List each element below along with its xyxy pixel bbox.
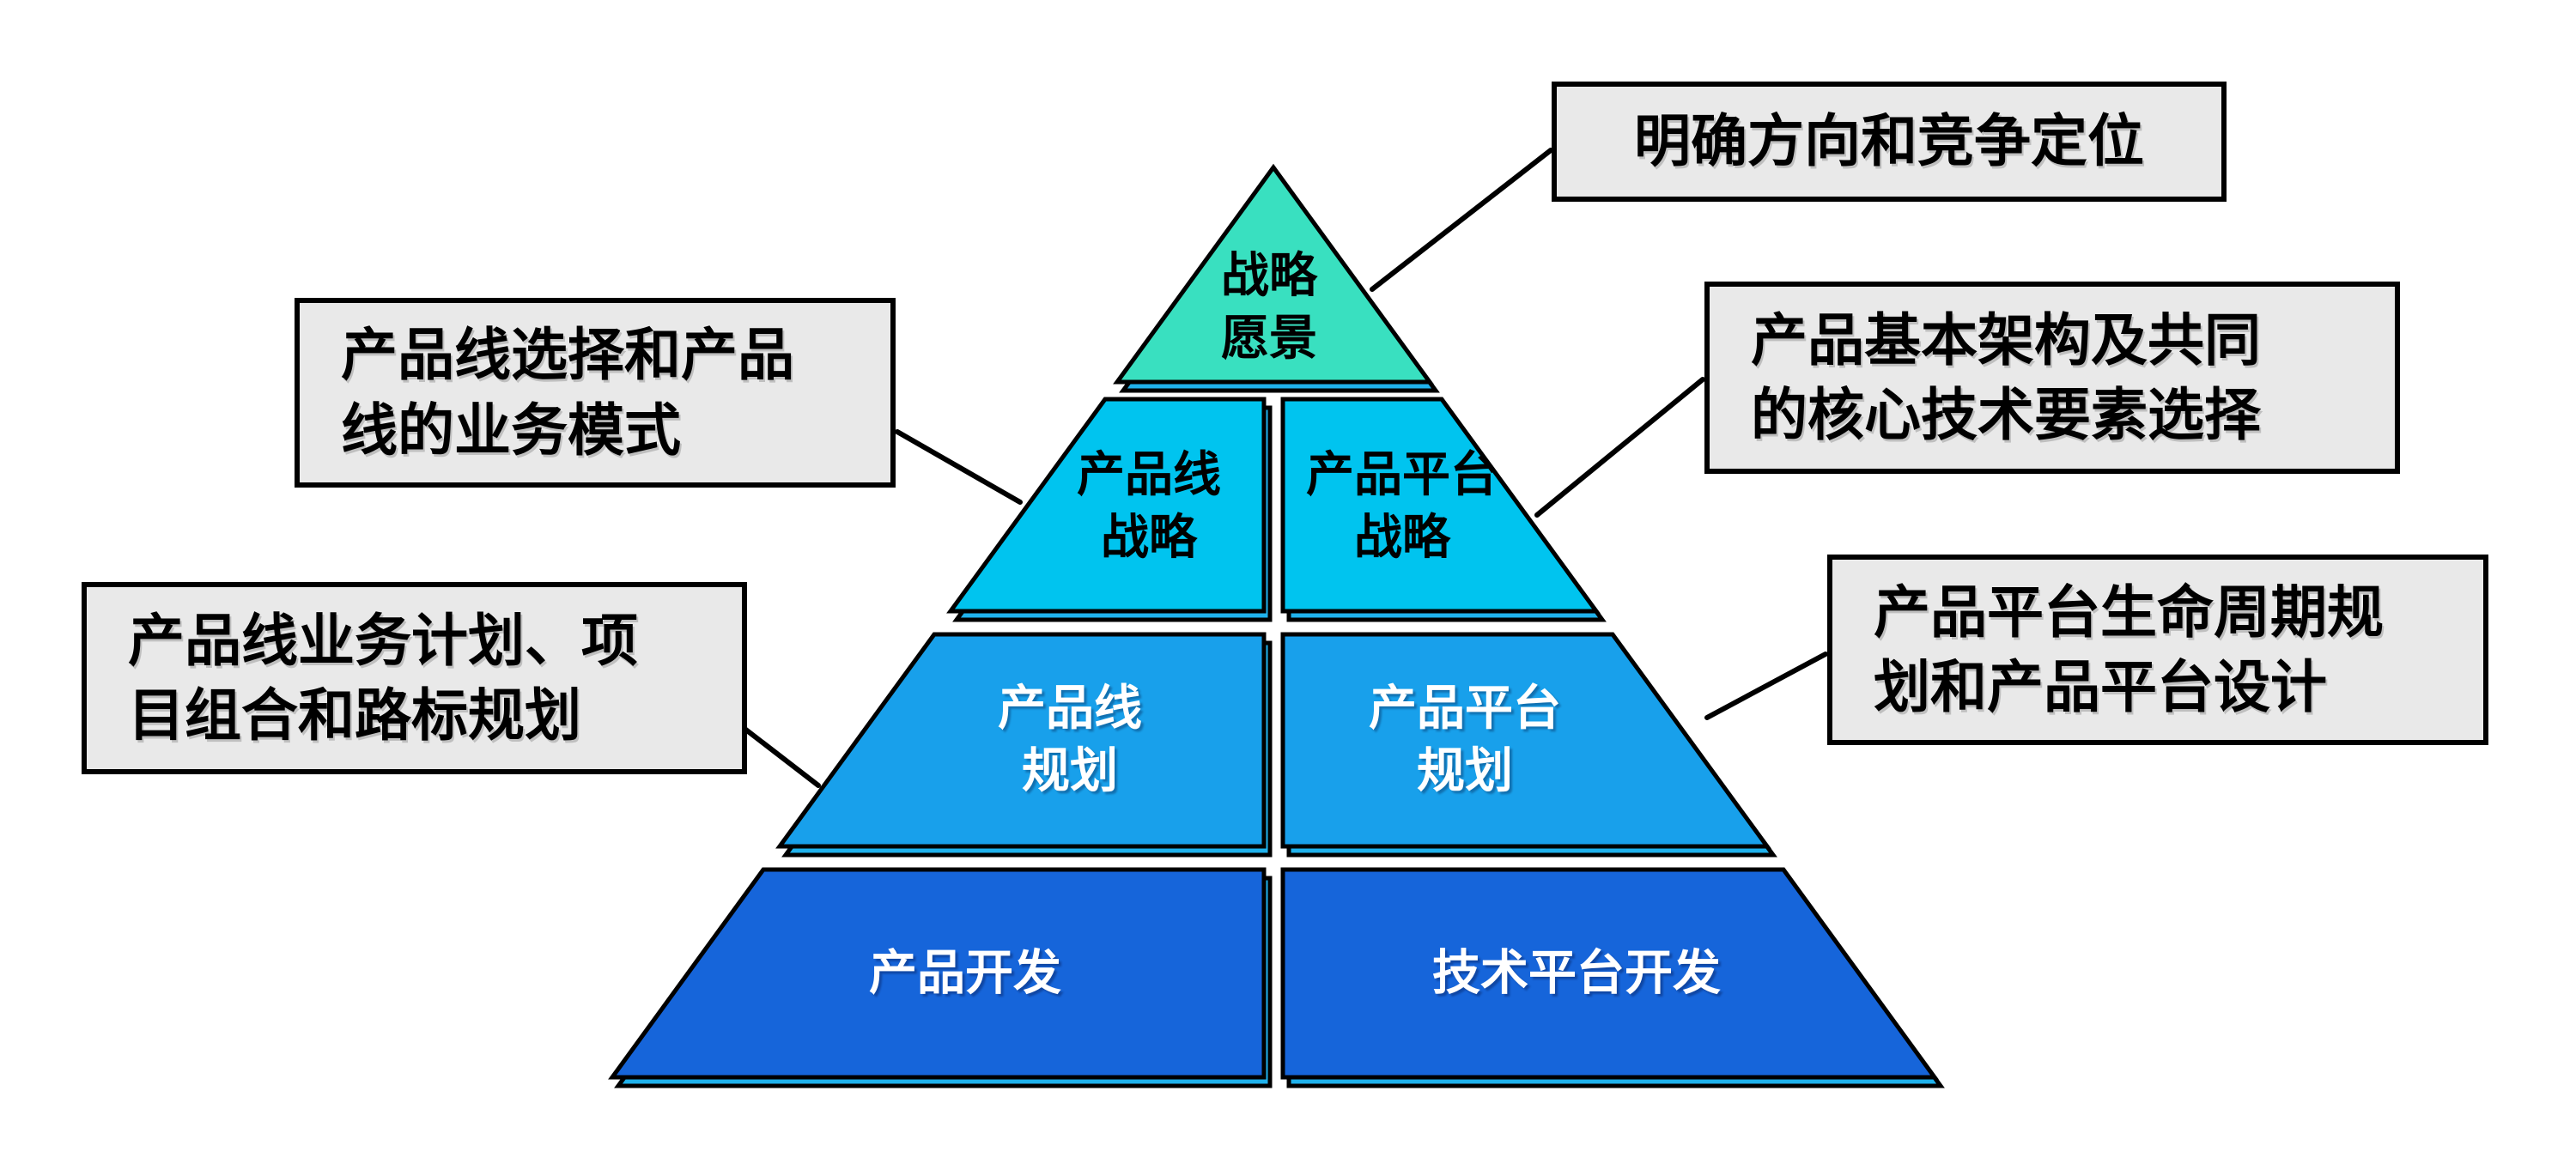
label-product-development: 产品开发 — [869, 945, 1061, 1000]
callout-platform-strategy-note: 产品基本架构及共同 的核心技术要素选择 — [1704, 282, 2400, 474]
callout-vision-note: 明确方向和竞争定位 — [1552, 82, 2227, 202]
callout-line-strategy-note: 产品线选择和产品 线的业务模式 — [295, 298, 896, 488]
label-product-line-planning: 产品线 规划 — [998, 681, 1142, 797]
pyramid-level-strategy-right — [1280, 397, 1601, 614]
callout-platform-strategy-note-text: 产品基本架构及共同 的核心技术要素选择 — [1751, 307, 2261, 446]
pyramid-level-development-right — [1280, 867, 1939, 1080]
callout-vision-note-text: 明确方向和竞争定位 — [1634, 109, 2144, 173]
label-product-line-strategy: 产品线 战略 — [1077, 447, 1221, 564]
label-product-platform-planning: 产品平台 规划 — [1369, 681, 1561, 797]
pyramid-level-planning-left — [775, 632, 1267, 849]
label-product-platform-strategy: 产品平台 战略 — [1306, 447, 1498, 564]
pyramid-level-development-left — [608, 867, 1267, 1080]
connector-platform-planning-note — [1704, 652, 1828, 720]
label-strategic-vision: 战略 愿景 — [1221, 248, 1317, 365]
label-tech-platform-development: 技术平台开发 — [1432, 945, 1721, 1000]
pyramid-level-vision — [1113, 163, 1434, 385]
callout-platform-planning-note: 产品平台生命周期规 划和产品平台设计 — [1827, 555, 2488, 745]
connector-vision-note — [1370, 148, 1553, 292]
connector-platform-strategy-note — [1534, 377, 1705, 518]
connector-line-strategy-note — [895, 429, 1023, 505]
pyramid-shapes-layer — [608, 163, 1939, 1080]
pyramid-level-planning-right — [1280, 632, 1771, 849]
callout-line-strategy-note-text: 产品线选择和产品 线的业务模式 — [341, 323, 794, 462]
connector-lines-layer — [741, 148, 1828, 788]
pyramid-level-strategy-left — [946, 397, 1267, 614]
callout-platform-planning-note-text: 产品平台生命周期规 划和产品平台设计 — [1874, 579, 2384, 718]
callout-line-planning-note-text: 产品线业务计划、项 目组合和路标规划 — [128, 608, 638, 747]
callout-line-planning-note: 产品线业务计划、项 目组合和路标规划 — [82, 582, 747, 774]
connector-line-planning-note — [741, 725, 821, 788]
